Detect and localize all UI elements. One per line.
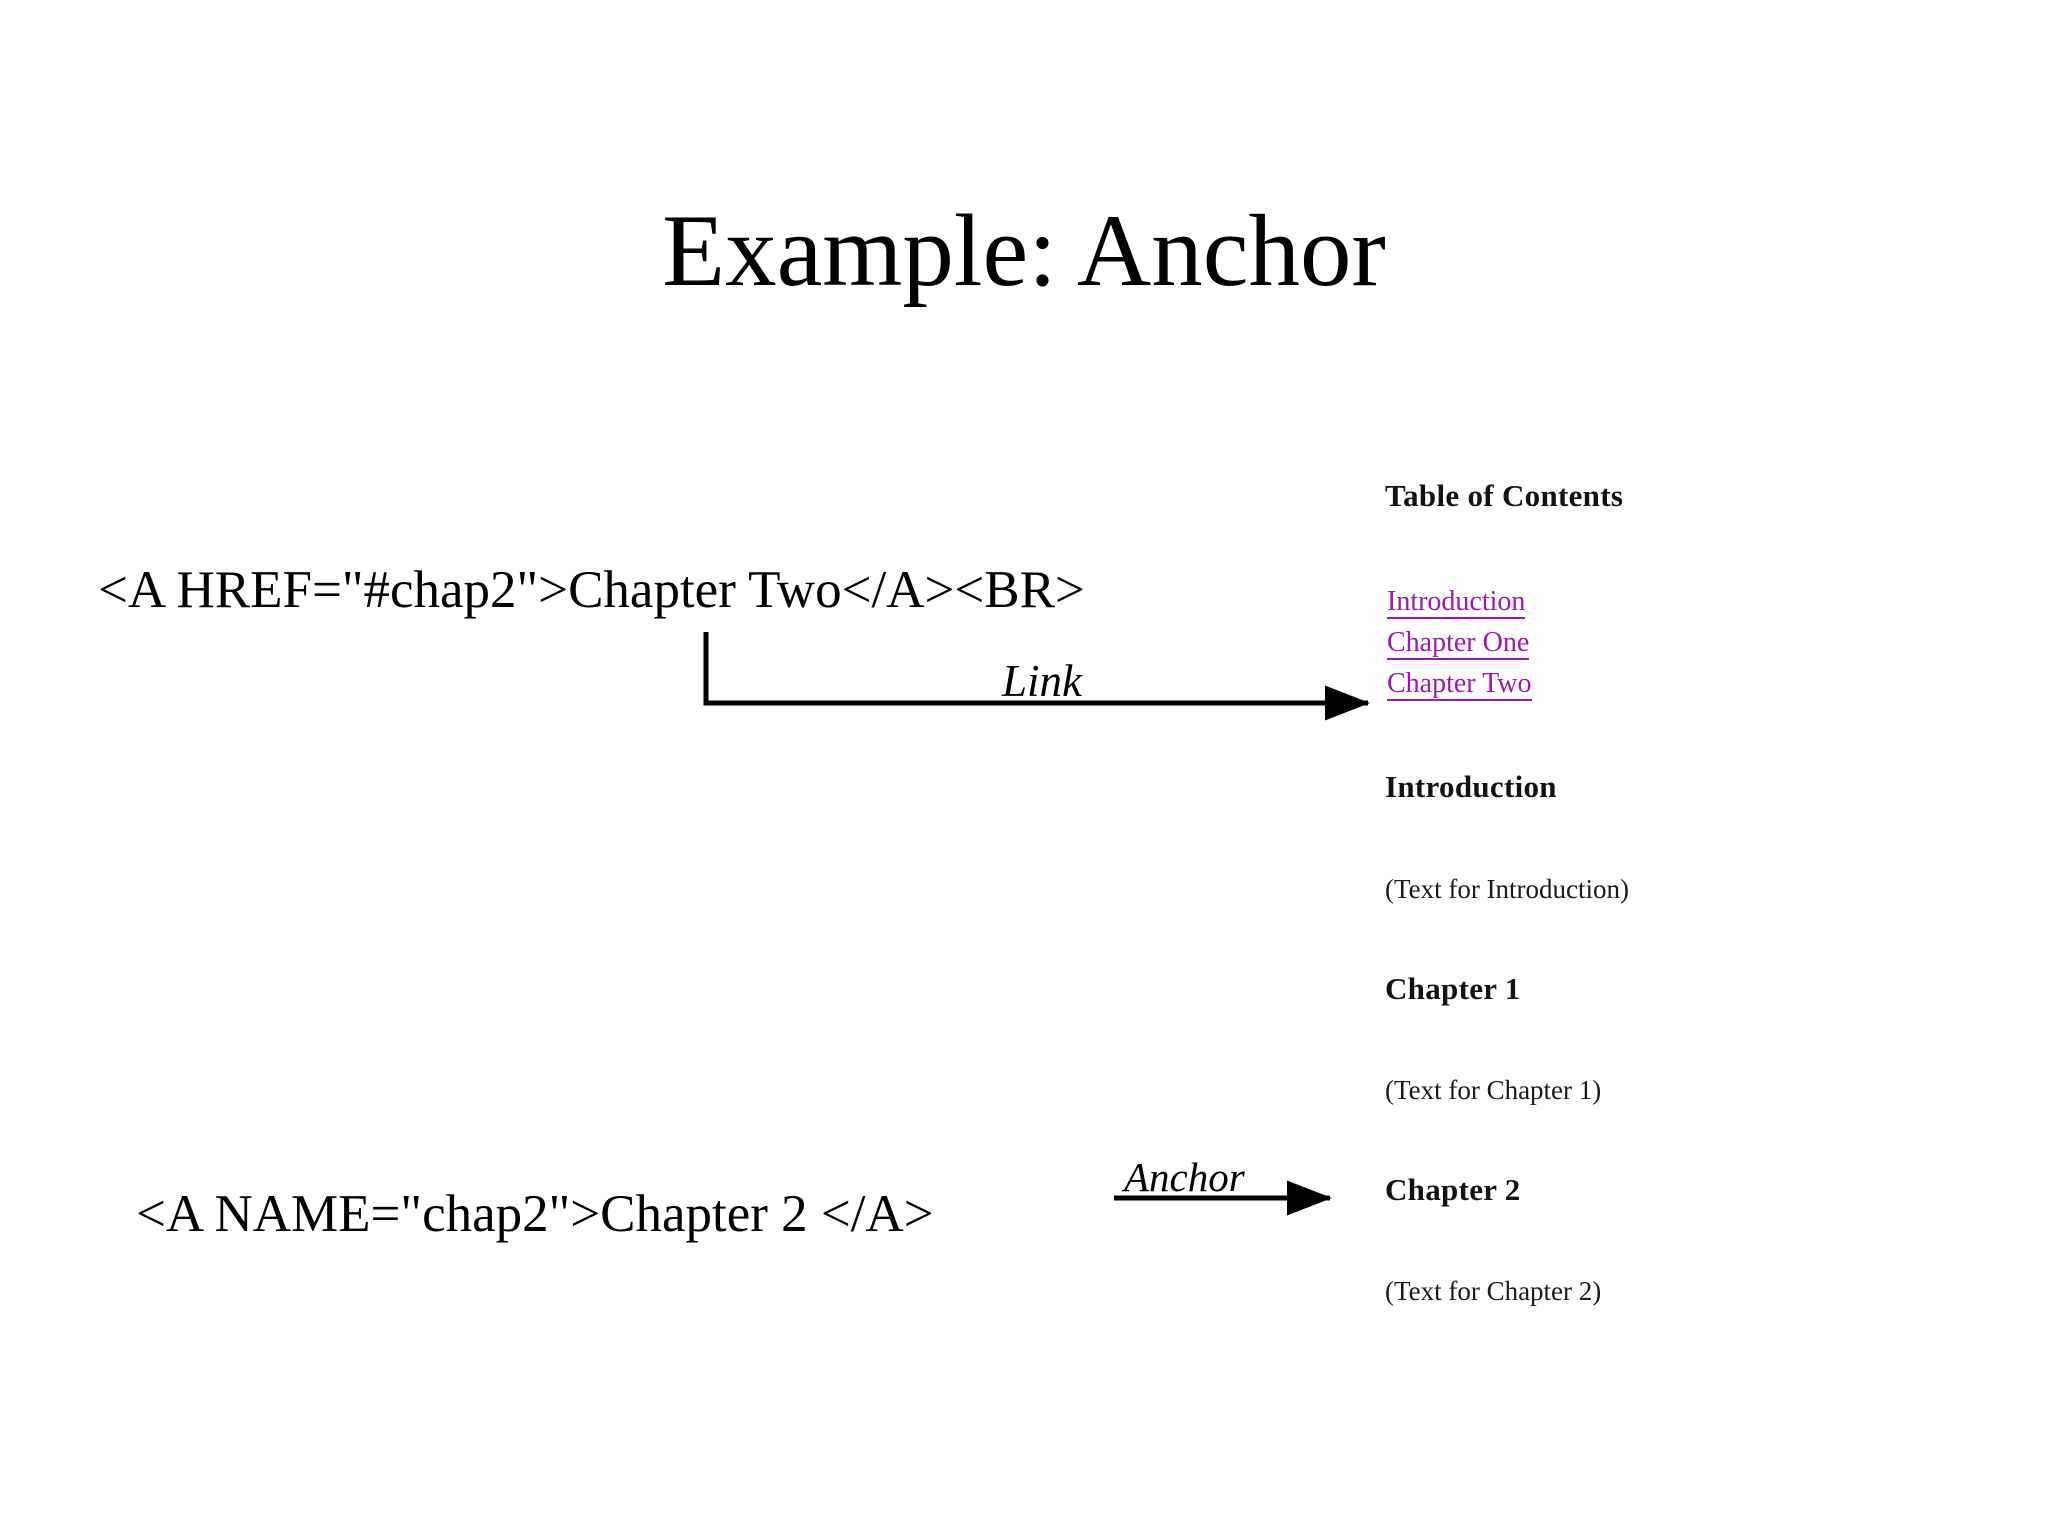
code-sample-anchor-href: <A HREF="#chap2">Chapter Two</A><BR> (98, 561, 1085, 619)
section-heading-chapter-1: Chapter 1 (1385, 971, 1521, 1006)
section-heading-chapter-2: Chapter 2 (1385, 1172, 1521, 1207)
page-title: Example: Anchor (662, 194, 1386, 308)
section-heading-introduction: Introduction (1385, 769, 1557, 804)
toc-heading: Table of Contents (1385, 478, 1624, 513)
toc-link-list: Introduction Chapter One Chapter Two (1387, 588, 1532, 711)
section-body-chapter-1: (Text for Chapter 1) (1385, 1075, 1602, 1105)
code-sample-anchor-name: <A NAME="chap2">Chapter 2 </A> (136, 1185, 934, 1243)
annotation-label-link: Link (1002, 656, 1083, 706)
toc-link-chapter-two[interactable]: Chapter Two (1387, 668, 1532, 701)
section-body-introduction: (Text for Introduction) (1385, 874, 1630, 904)
toc-link-chapter-one[interactable]: Chapter One (1387, 627, 1530, 660)
section-body-chapter-2: (Text for Chapter 2) (1385, 1276, 1602, 1306)
toc-link-introduction[interactable]: Introduction (1387, 586, 1526, 619)
annotation-label-anchor: Anchor (1124, 1154, 1245, 1200)
